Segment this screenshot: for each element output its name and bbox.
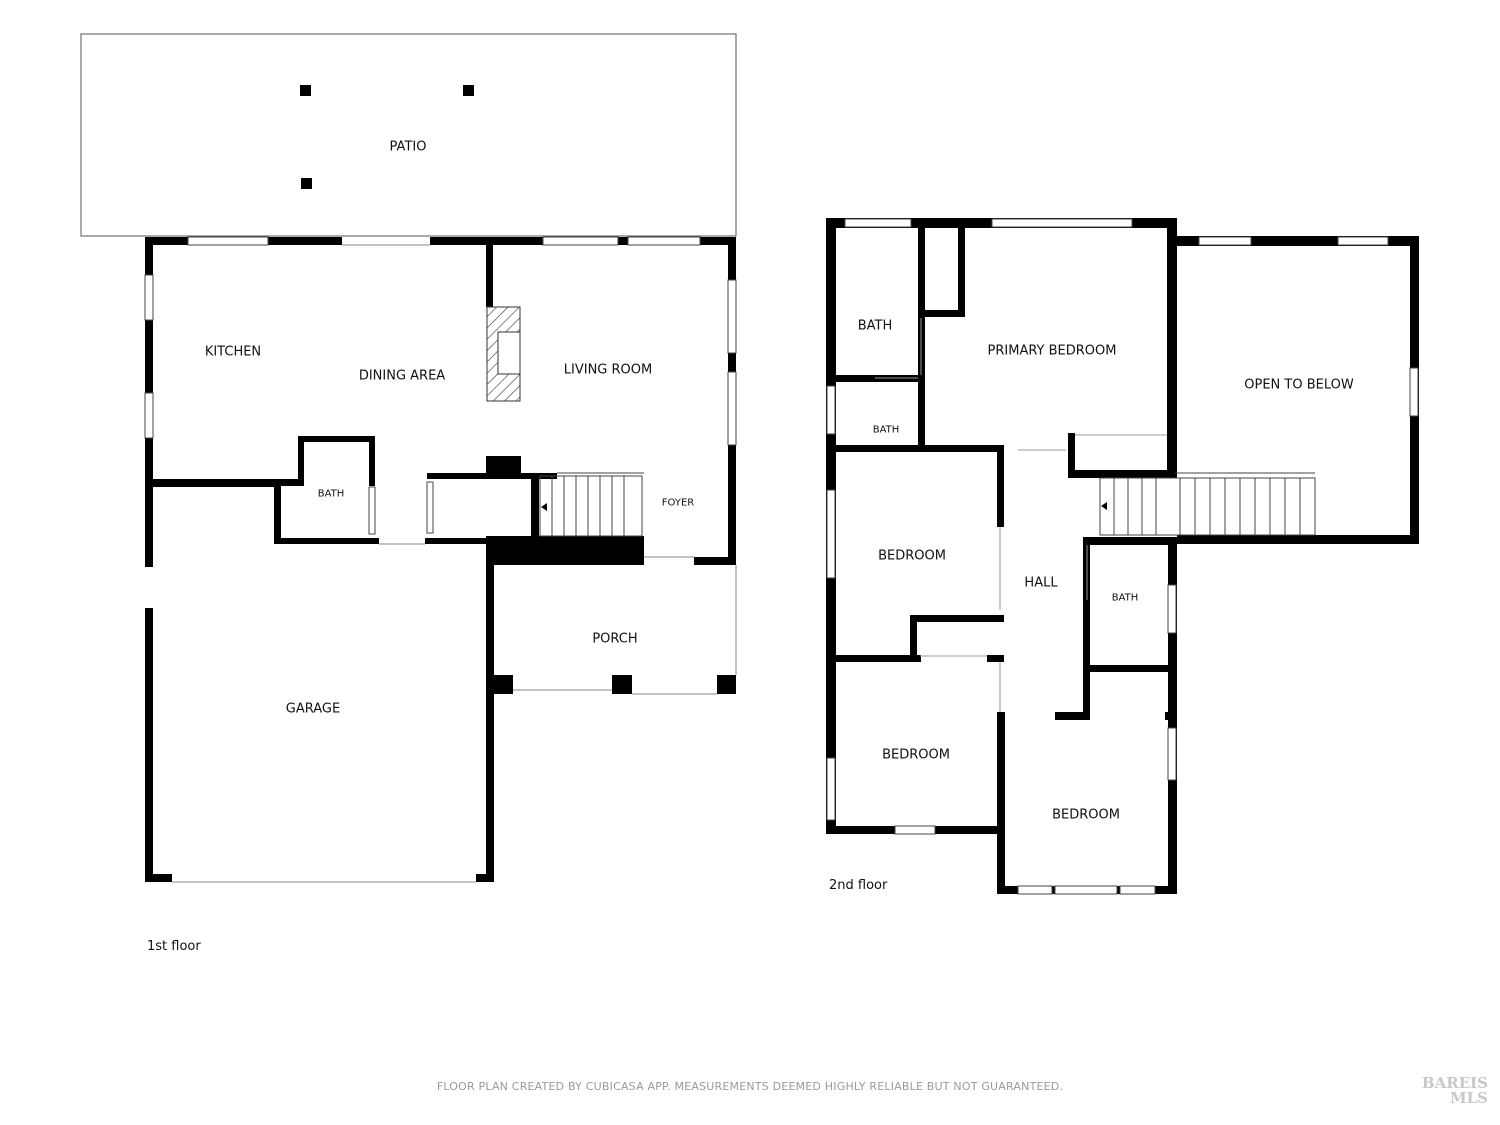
room-label-living-room: LIVING ROOM xyxy=(563,362,653,378)
first-floor-windows xyxy=(144,236,737,535)
mls-logo: BAREIS MLS xyxy=(1422,1076,1488,1106)
fireplace-firebox xyxy=(497,331,521,375)
floor-caption-second: 2nd floor xyxy=(829,878,888,893)
room-label-garage: GARAGE xyxy=(285,701,341,717)
room-label-bath-upper: BATH xyxy=(857,318,893,334)
logo-line-1: BAREIS xyxy=(1421,1074,1488,1092)
first-floor-plan xyxy=(80,33,737,883)
logo-line-2: MLS xyxy=(1450,1089,1488,1107)
stairs-second-floor xyxy=(1099,472,1316,536)
room-label-patio: PATIO xyxy=(389,139,427,155)
patio-post xyxy=(300,85,311,96)
room-label-open-to-below: OPEN TO BELOW xyxy=(1244,377,1354,393)
first-floor-thin-lines xyxy=(172,244,737,883)
patio-post xyxy=(463,85,474,96)
room-label-bedroom-1: BEDROOM xyxy=(878,548,946,564)
disclaimer-footer: FLOOR PLAN CREATED BY CUBICASA APP. MEAS… xyxy=(436,1080,1064,1093)
room-label-bath-hall: BATH xyxy=(1111,592,1139,604)
room-label-bedroom-2: BEDROOM xyxy=(882,747,950,763)
patio-outline xyxy=(80,33,737,237)
second-floor-plan xyxy=(826,218,1419,895)
stairs-first-floor xyxy=(539,472,644,537)
stairs-arrow xyxy=(541,503,547,511)
room-label-porch: PORCH xyxy=(592,631,638,647)
second-floor-thin-lines xyxy=(875,318,1167,712)
stairs-arrow-upper xyxy=(1101,502,1107,510)
second-floor-windows xyxy=(826,218,1419,895)
room-label-bath-lower: BATH xyxy=(872,424,900,436)
room-label-foyer: FOYER xyxy=(661,497,695,509)
room-label-bath: BATH xyxy=(317,488,345,500)
first-floor-walls xyxy=(145,237,736,882)
patio-post xyxy=(301,178,312,189)
floor-caption-first: 1st floor xyxy=(147,939,201,954)
room-label-kitchen: KITCHEN xyxy=(204,344,262,360)
room-label-primary-bedroom: PRIMARY BEDROOM xyxy=(987,343,1117,359)
room-label-dining-area: DINING AREA xyxy=(358,368,446,384)
room-label-hall: HALL xyxy=(1024,575,1058,591)
room-label-bedroom-3: BEDROOM xyxy=(1052,807,1120,823)
